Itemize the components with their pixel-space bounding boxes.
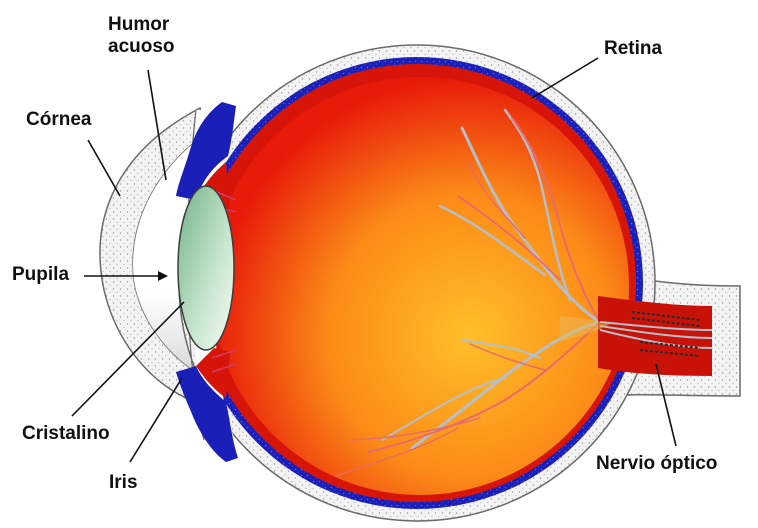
lens [178,186,234,350]
label-cornea: Córnea [26,109,91,131]
label-nervio-optico: Nervio óptico [596,453,717,475]
label-retina: Retina [604,38,662,60]
leader-retina [532,58,598,98]
label-humor-line1: Humor [108,14,175,36]
label-pupila: Pupila [12,264,69,286]
label-humor-line2: acuoso [108,36,175,58]
leader-cornea [88,140,120,196]
label-cristalino: Cristalino [22,423,110,445]
optic-nerve [598,296,712,376]
label-iris: Iris [109,472,138,494]
leader-iris [130,378,182,462]
label-humor-acuoso: Humor acuoso [108,14,175,58]
